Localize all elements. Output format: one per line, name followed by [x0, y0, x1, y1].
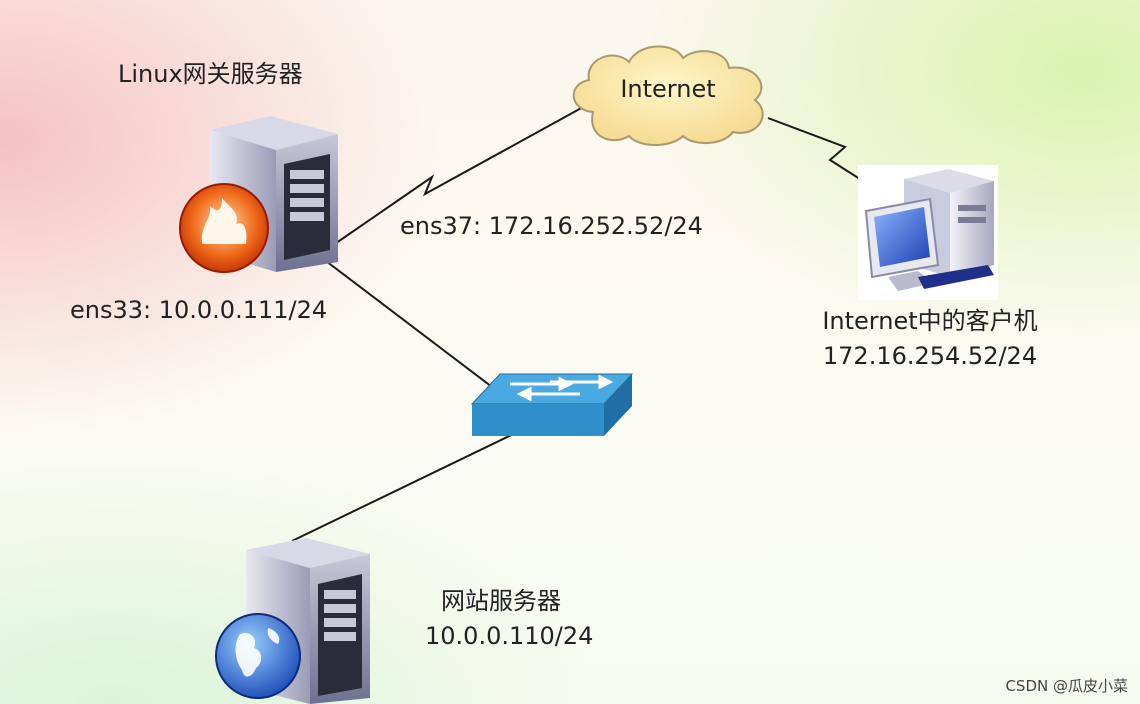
gateway-server-icon [179, 116, 338, 273]
web-server-icon [215, 538, 370, 704]
web-server-title: 网站服务器 [441, 587, 561, 615]
link-gateway-internet [325, 105, 586, 251]
gateway-title: Linux网关服务器 [118, 60, 303, 88]
gateway-ens37-label: ens37: 172.16.252.52/24 [400, 212, 703, 240]
internet-cloud-icon [572, 45, 764, 146]
client-pc-icon [858, 165, 998, 300]
web-server-ip: 10.0.0.110/24 [425, 622, 594, 650]
internet-label: Internet [620, 75, 716, 103]
link-internet-client [767, 117, 886, 196]
client-ip: 172.16.254.52/24 [822, 342, 1038, 370]
network-switch-icon [470, 373, 634, 436]
watermark: CSDN @瓜皮小菜 [1005, 677, 1128, 695]
link-gateway-switch [317, 254, 501, 394]
client-title: Internet中的客户机 [822, 307, 1038, 335]
link-switch-webserver [291, 424, 533, 542]
gateway-ens33-label: ens33: 10.0.0.111/24 [70, 296, 328, 324]
